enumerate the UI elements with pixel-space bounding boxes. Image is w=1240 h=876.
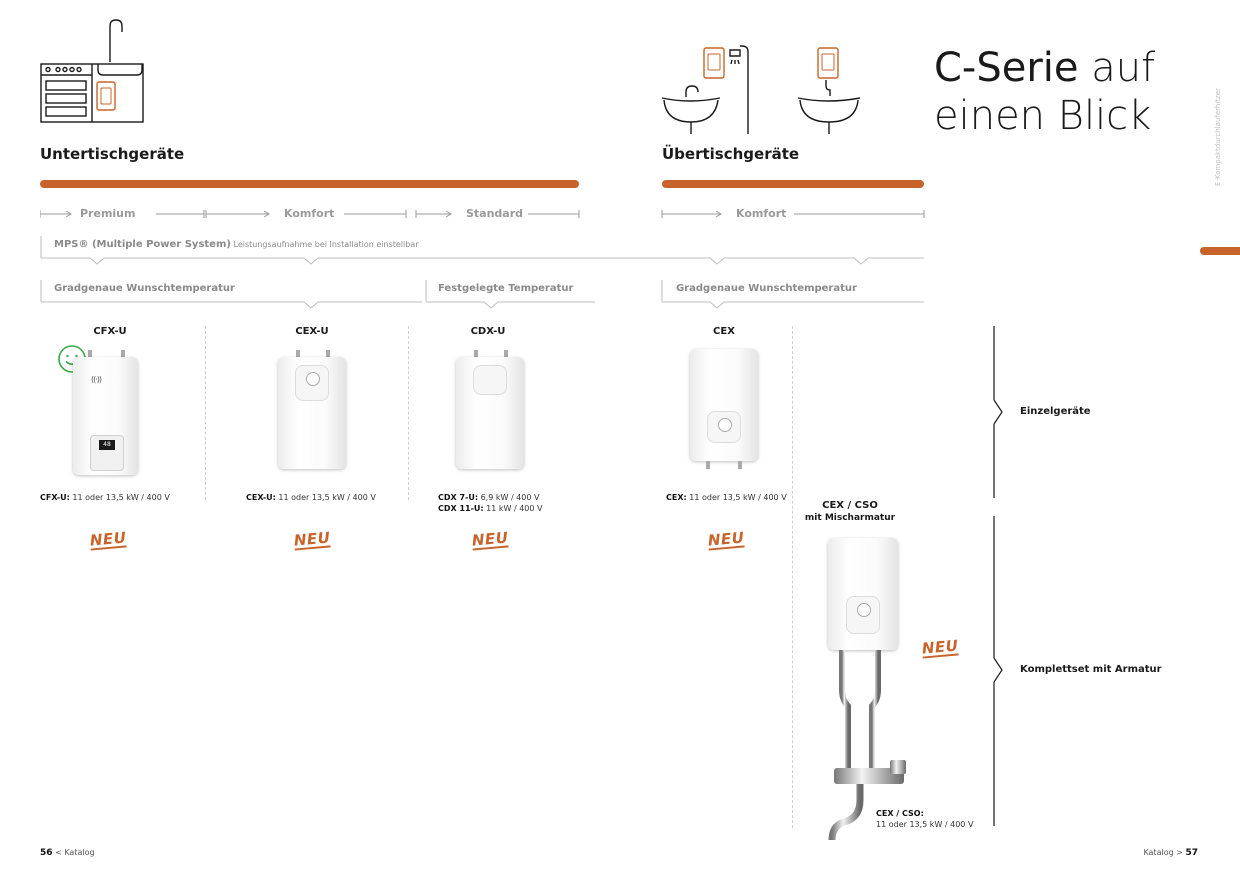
set-name-line2: mit Mischarmatur [804, 513, 896, 523]
mps-label: MPS® (Multiple Power System) Leistungsau… [54, 239, 419, 250]
device-window [473, 365, 507, 395]
column-divider-2 [408, 326, 409, 500]
spec-value: 11 oder 13,5 kW / 400 V [686, 493, 787, 502]
product-image-cfx-u: ((·)) 48 [73, 357, 138, 475]
spec-label: CEX: [666, 493, 687, 502]
page-number-left: 56 [40, 848, 53, 858]
connector-pipes [121, 350, 125, 358]
connector-pipes [474, 350, 478, 358]
set-spec-value: 11 oder 13,5 kW / 400 V [876, 820, 974, 829]
kitchen-undersink-icon [40, 19, 144, 123]
set-name: CEX / CSO mit Mischarmatur [800, 500, 900, 524]
temp-gradgenau-over: Gradgenaue Wunschtemperatur [676, 283, 857, 294]
neu-badge-cex: NEU [707, 528, 746, 551]
connector-pipes [326, 350, 330, 358]
section-bar-over [662, 180, 924, 188]
section-heading-over: Übertischgeräte [662, 145, 800, 163]
tier-premium: Premium [80, 207, 136, 220]
product-image-cex-u [278, 357, 346, 469]
spec-label: CDX 7-U: [438, 493, 479, 502]
device-window [295, 365, 329, 401]
product-spec-cfx-u: CFX-U: 11 oder 13,5 kW / 400 V [40, 492, 170, 503]
side-accent-tab [1200, 247, 1240, 255]
title-bold: C-Serie [934, 45, 1079, 91]
spec-value: 6,9 kW / 400 V [478, 493, 540, 502]
device-window [846, 596, 880, 634]
tier-komfort-over: Komfort [736, 207, 787, 220]
tier-komfort: Komfort [284, 207, 335, 220]
product-spec-cex: CEX: 11 oder 13,5 kW / 400 V [666, 492, 787, 503]
tier-standard: Standard [466, 207, 524, 220]
set-spec-label: CEX / CSO: [876, 809, 924, 818]
neu-badge-cfx-u: NEU [89, 528, 128, 551]
washbasin-shower-icon [661, 45, 749, 134]
connector-pipes [738, 461, 742, 469]
column-divider-3 [792, 326, 793, 828]
neu-badge-cex-u: NEU [293, 528, 332, 551]
section-heading-under: Untertischgeräte [40, 145, 185, 163]
temperature-display: 48 [99, 440, 115, 450]
product-name-cdx-u: CDX-U [470, 326, 506, 337]
product-image-cex-cso [828, 538, 898, 650]
connector-pipes [88, 350, 92, 358]
temp-gradgenau-under: Gradgenaue Wunschtemperatur [54, 283, 235, 294]
wifi-icon: ((·)) [91, 375, 102, 384]
connector-pipes [296, 350, 300, 358]
label-komplettset: Komplettset mit Armatur [1020, 664, 1162, 675]
temperature-dial [718, 418, 732, 432]
product-image-cdx-u [456, 357, 524, 469]
footer-left: 56 < Katalog [40, 848, 95, 858]
set-spec: CEX / CSO: 11 oder 13,5 kW / 400 V [876, 808, 973, 830]
product-spec-cdx-u: CDX 7-U: 6,9 kW / 400 V CDX 11-U: 11 kW … [438, 492, 543, 514]
section-bar-under [40, 180, 579, 188]
footer-left-text: < Katalog [52, 848, 95, 857]
page-number-right: 57 [1185, 848, 1198, 858]
neu-badge-set: NEU [921, 636, 960, 659]
temperature-dial [306, 372, 320, 386]
tier-arrows [40, 210, 925, 218]
set-name-line1: CEX / CSO [822, 500, 878, 511]
mixer-tap-icon [828, 650, 906, 841]
spec-label-2: CDX 11-U: [438, 504, 484, 513]
temperature-dial [857, 603, 871, 617]
neu-badge-cdx-u: NEU [471, 528, 510, 551]
product-name-cex: CEX [713, 326, 735, 337]
product-image-cex [690, 349, 758, 461]
spec-value: 11 oder 13,5 kW / 400 V [275, 493, 376, 502]
side-note: E-Kompaktdurchlauferhitzer [1214, 88, 1222, 186]
spec-label: CFX-U: [40, 493, 70, 502]
washbasin-icon [797, 47, 861, 134]
product-name-cex-u: CEX-U [295, 326, 329, 337]
mps-rest: Leistungsaufnahme bei Installation einst… [230, 240, 419, 249]
column-divider-1 [205, 326, 206, 500]
temp-brackets [40, 280, 924, 309]
product-spec-cex-u: CEX-U: 11 oder 13,5 kW / 400 V [246, 492, 376, 503]
label-einzelgeraete: Einzelgeräte [1020, 406, 1091, 417]
spec-value-2: 11 kW / 400 V [483, 504, 543, 513]
spec-value: 11 oder 13,5 kW / 400 V [69, 493, 170, 502]
device-window [707, 411, 741, 443]
connector-pipes [706, 461, 710, 469]
right-brackets [993, 326, 1003, 826]
mps-bold: MPS® (Multiple Power System) [54, 239, 231, 250]
spec-label: CEX-U: [246, 493, 276, 502]
title-rest: auf [1078, 45, 1156, 91]
footer-right: Katalog > 57 [1143, 848, 1198, 858]
temp-festgelegt: Festgelegte Temperatur [438, 283, 574, 294]
title-line2: einen Blick [934, 93, 1152, 139]
page-title: C-Serie auf einen Blick [934, 44, 1155, 140]
product-name-cfx-u: CFX-U [93, 326, 127, 337]
mps-bracket [40, 236, 924, 265]
control-panel: 48 [90, 435, 124, 471]
footer-right-text: Katalog > [1143, 848, 1186, 857]
connector-pipes [504, 350, 508, 358]
